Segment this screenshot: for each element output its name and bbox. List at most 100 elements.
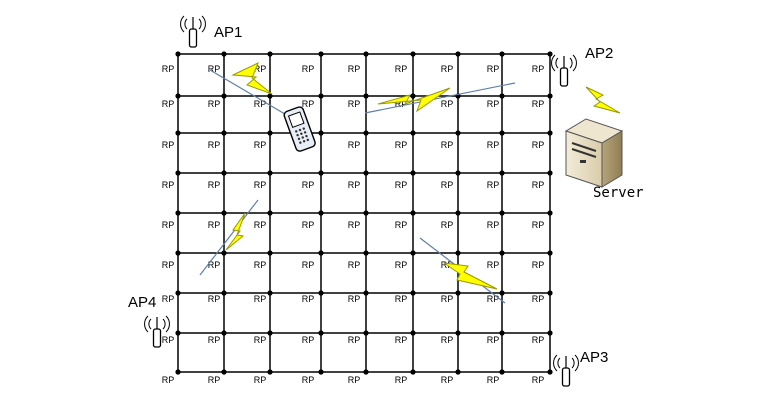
grid-node (499, 170, 505, 176)
grid-node (267, 51, 273, 57)
reference-point-label: RP (302, 220, 315, 230)
reference-point-label: RP (441, 375, 454, 385)
grid-node (410, 250, 416, 256)
reference-point-label: RP (208, 375, 221, 385)
reference-point-label: RP (208, 180, 221, 190)
grid-node (175, 290, 181, 296)
reference-point-label: RP (302, 260, 315, 270)
grid-node (175, 330, 181, 336)
reference-point-label: RP (162, 220, 175, 230)
mobile-phone-icon (283, 106, 316, 152)
grid-node (547, 51, 553, 57)
grid-node (363, 290, 369, 296)
reference-point-label: RP (487, 140, 500, 150)
reference-point-label: RP (487, 220, 500, 230)
grid-node (410, 290, 416, 296)
reference-point-label: RP (208, 64, 221, 74)
grid-node (410, 210, 416, 216)
reference-point-label: RP (162, 260, 175, 270)
reference-point-label: RP (348, 64, 361, 74)
grid-node (499, 330, 505, 336)
grid-node (499, 290, 505, 296)
reference-point-label: RP (348, 220, 361, 230)
signal-line-ap2 (364, 82, 516, 114)
grid-node (267, 330, 273, 336)
reference-point-label: RP (208, 335, 221, 345)
grid-node (363, 210, 369, 216)
reference-point-label: RP (441, 180, 454, 190)
grid-node (455, 330, 461, 336)
reference-point-label: RP (441, 294, 454, 304)
grid-node (175, 93, 181, 99)
reference-point-label: RP (487, 335, 500, 345)
grid-node (499, 130, 505, 136)
reference-point-label: RP (208, 294, 221, 304)
grid-node (455, 130, 461, 136)
grid-node (175, 51, 181, 57)
grid-node (267, 369, 273, 375)
reference-point-label: RP (302, 180, 315, 190)
reference-point-label: RP (162, 335, 175, 345)
reference-point-label: RP (487, 64, 500, 74)
grid-node (455, 210, 461, 216)
reference-point-label: RP (532, 294, 545, 304)
grid-node (267, 250, 273, 256)
grid-node (318, 93, 324, 99)
lightning-layer (225, 61, 621, 290)
grid-node (363, 170, 369, 176)
grid-node (547, 250, 553, 256)
antenna-icon (180, 15, 206, 48)
grid-node (410, 170, 416, 176)
reference-point-label: RP (348, 140, 361, 150)
reference-point-label: RP (348, 180, 361, 190)
grid-node (318, 290, 324, 296)
reference-point-label: RP (532, 260, 545, 270)
grid-node (499, 250, 505, 256)
reference-point-label: RP (395, 99, 408, 109)
reference-point-label: RP (254, 180, 267, 190)
reference-point-label: RP (532, 375, 545, 385)
grid-node (363, 93, 369, 99)
grid-node (221, 93, 227, 99)
grid-node (267, 170, 273, 176)
grid-node (410, 369, 416, 375)
grid-node (267, 210, 273, 216)
reference-point-label: RP (395, 180, 408, 190)
grid-node (547, 170, 553, 176)
reference-point-label: RP (487, 180, 500, 190)
grid-node (267, 130, 273, 136)
reference-point-label: RP (162, 64, 175, 74)
grid-node (318, 369, 324, 375)
reference-point-label: RP (532, 140, 545, 150)
ap4-label: AP4 (128, 294, 156, 311)
grid-node (410, 330, 416, 336)
grid-node (318, 130, 324, 136)
reference-point-label: RP (208, 140, 221, 150)
reference-point-label: RP (395, 140, 408, 150)
reference-point-label: RP (302, 335, 315, 345)
reference-point-label: RP (254, 260, 267, 270)
signal-lines (199, 69, 516, 304)
grid-node (499, 51, 505, 57)
grid-node (547, 93, 553, 99)
reference-point-label: RP (254, 99, 267, 109)
grid-node (175, 369, 181, 375)
reference-point-label: RP (302, 375, 315, 385)
lightning-bolt-icon (231, 61, 273, 95)
signal-line-ap1 (209, 69, 291, 118)
grid-node (175, 130, 181, 136)
reference-point-label: RP (348, 99, 361, 109)
reference-point-label: RP (441, 220, 454, 230)
antenna-icon (144, 315, 170, 348)
reference-point-label: RP (395, 220, 408, 230)
grid-node (221, 369, 227, 375)
grid-node (363, 250, 369, 256)
reference-point-label: RP (302, 64, 315, 74)
grid-node (175, 210, 181, 216)
reference-point-label: RP (395, 335, 408, 345)
grid-node (318, 210, 324, 216)
grid-node (499, 369, 505, 375)
grid-node (267, 290, 273, 296)
grid-node (455, 369, 461, 375)
grid-node (221, 290, 227, 296)
